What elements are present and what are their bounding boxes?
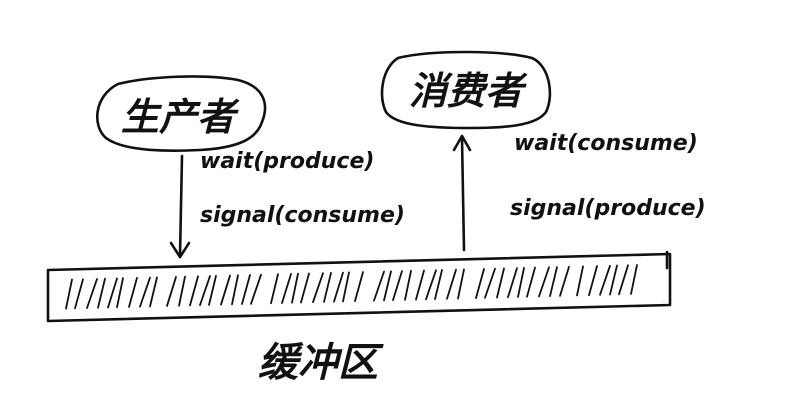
hatch-stroke <box>517 267 525 298</box>
hatch-stroke <box>415 269 425 301</box>
producer-op-signal: signal(consume) <box>200 203 405 228</box>
hatch-stroke <box>588 265 598 296</box>
hatch-stroke <box>300 272 310 304</box>
hatch-stroke <box>618 264 629 296</box>
hatch-stroke <box>312 272 324 304</box>
hatch-stroke <box>291 272 299 304</box>
buffer-label: 缓冲区 <box>258 339 384 386</box>
hatch-stroke <box>270 273 279 305</box>
hatch-stroke <box>199 275 211 306</box>
hatch-stroke <box>354 271 364 303</box>
producer-label: 生产者 <box>121 94 240 139</box>
hatch-stroke <box>323 272 332 303</box>
hatch-stroke <box>166 276 177 307</box>
hatch-stroke <box>434 269 443 300</box>
hatch-stroke <box>383 270 392 302</box>
hatch-stroke <box>333 271 344 303</box>
hatch-stroke <box>208 274 217 306</box>
hatch-stroke <box>220 274 231 306</box>
consumer-node: 消费者 <box>380 50 552 130</box>
hatch-stroke <box>149 276 158 308</box>
hatch-stroke <box>496 267 505 299</box>
hatch-stroke <box>559 265 570 297</box>
hatch-stroke <box>446 268 457 300</box>
hatch-stroke <box>178 275 186 307</box>
buffer-hatching <box>65 264 638 310</box>
hatch-stroke <box>425 269 437 301</box>
producer-op-wait: wait(produce) <box>200 149 374 174</box>
consumer-label: 消费者 <box>409 68 528 113</box>
buffer <box>46 250 672 323</box>
buffer-outline <box>46 252 672 323</box>
hatch-stroke <box>609 264 618 296</box>
hatch-stroke <box>526 266 536 298</box>
hatch-stroke <box>139 276 151 308</box>
hatch-stroke <box>507 267 518 299</box>
hatch-stroke <box>373 270 385 302</box>
consumer-op-signal: signal(produce) <box>510 196 706 221</box>
hatch-stroke <box>74 278 84 310</box>
hatch-stroke <box>231 274 239 306</box>
hatch-stroke <box>281 273 292 304</box>
hatch-stroke <box>457 268 465 300</box>
hatch-stroke <box>128 277 138 308</box>
hatch-stroke <box>65 278 73 310</box>
hatch-stroke <box>630 264 638 295</box>
hatch-stroke <box>475 268 485 299</box>
hatch-stroke <box>404 269 412 301</box>
hatch-stroke <box>116 277 124 309</box>
hatch-stroke <box>576 265 584 297</box>
hatch-stroke <box>549 266 558 297</box>
consumer-outline <box>380 50 552 130</box>
hatch-stroke <box>392 270 403 302</box>
producer-node: 生产者 <box>96 75 267 152</box>
producer-to-buffer-arrow <box>169 154 191 259</box>
hatch-stroke <box>107 277 118 309</box>
hatch-stroke <box>97 277 106 309</box>
producer-outline <box>96 75 267 152</box>
hatch-stroke <box>241 274 251 305</box>
consumer-op-wait: wait(consume) <box>514 131 698 156</box>
hatch-stroke <box>599 264 611 296</box>
hatch-stroke <box>484 267 496 299</box>
hatch-stroke <box>250 273 262 305</box>
buffer-to-consumer-arrow <box>452 134 472 252</box>
hatch-stroke <box>538 266 550 298</box>
hatch-stroke <box>342 271 350 303</box>
hatch-stroke <box>189 275 199 307</box>
hatch-stroke <box>86 278 98 309</box>
